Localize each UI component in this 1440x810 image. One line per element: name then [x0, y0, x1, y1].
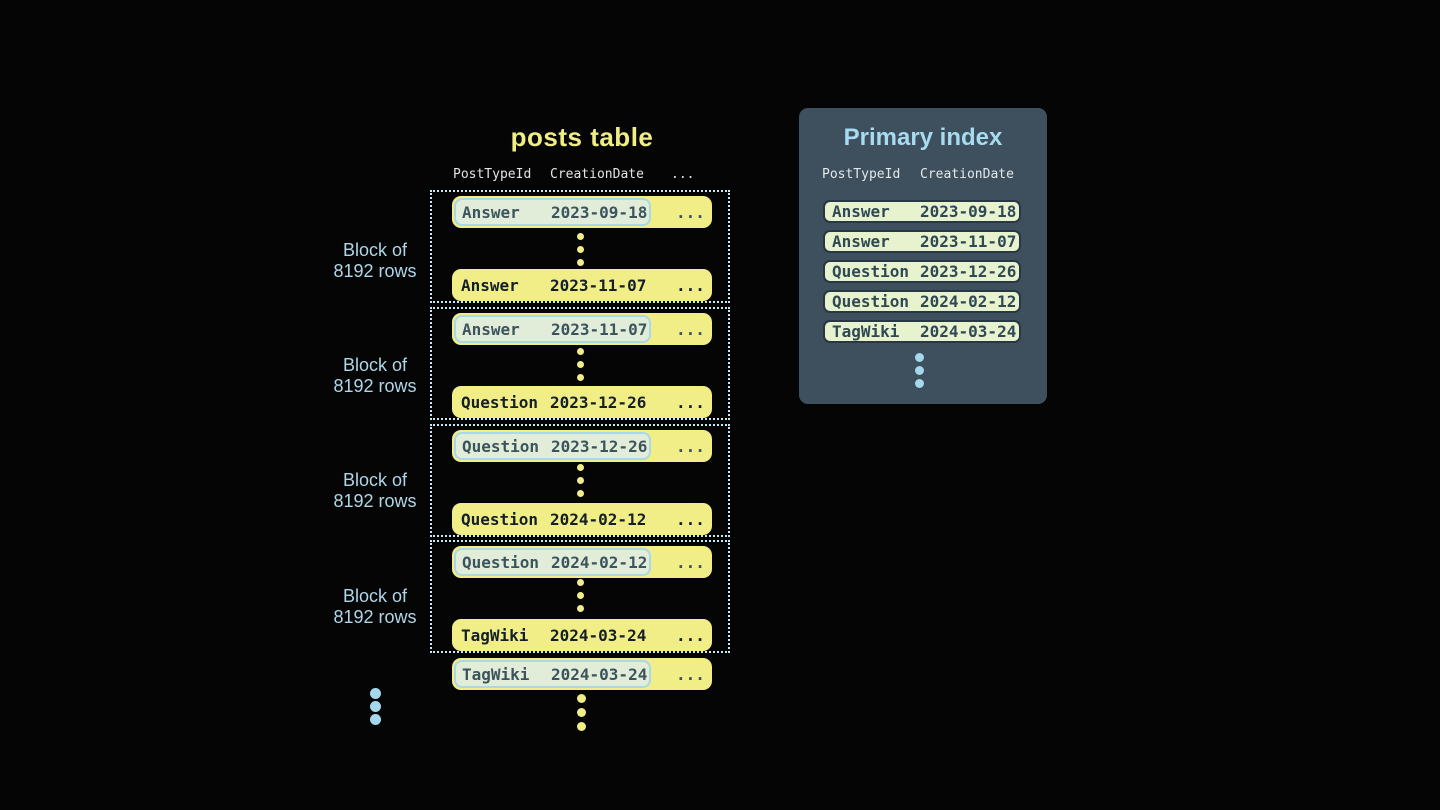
cell-creationdate: 2023-12-26: [550, 392, 647, 412]
column-header-creationdate: CreationDate: [550, 167, 644, 182]
cell-creationdate: 2024-02-12: [551, 552, 648, 572]
index-row: TagWiki 2024-03-24: [823, 320, 1021, 343]
cell-posttypeid: Answer: [832, 202, 890, 221]
indexed-entry-highlight: TagWiki 2024-03-24: [454, 660, 651, 688]
hidden-rows-dots: [577, 576, 584, 615]
cell-creationdate: 2023-09-18: [551, 202, 648, 222]
index-column-header-posttypeid: PostTypeId: [822, 167, 901, 182]
row-block-3: Question 2023-12-26 ... Question 2024-02…: [430, 424, 730, 537]
hidden-rows-dots: [577, 230, 584, 269]
row-ellipsis: ...: [676, 202, 705, 222]
row-ellipsis: ...: [676, 552, 705, 572]
index-row: Answer 2023-11-07: [823, 230, 1021, 253]
row-ellipsis: ...: [676, 319, 705, 339]
cell-creationdate: 2024-03-24: [920, 322, 1017, 341]
row-block-1: Answer 2023-09-18 ... Answer 2023-11-07 …: [430, 190, 730, 303]
posts-table-title: posts table: [510, 122, 654, 152]
cell-creationdate: 2024-02-12: [550, 509, 647, 529]
row-ellipsis: ...: [676, 392, 705, 412]
more-blocks-dots: [370, 687, 381, 726]
indexed-entry-highlight: Question 2024-02-12: [454, 548, 651, 576]
hidden-rows-dots: [577, 345, 584, 384]
row-ellipsis: ...: [676, 509, 705, 529]
row-block-4: Question 2024-02-12 ... TagWiki 2024-03-…: [430, 540, 730, 653]
block-label: Block of 8192 rows: [333, 240, 417, 281]
more-index-entries-dots: [915, 351, 924, 390]
cell-posttypeid: Answer: [461, 275, 519, 295]
cell-posttypeid: Question: [832, 262, 910, 281]
row-ellipsis: ...: [676, 275, 705, 295]
cell-creationdate: 2023-12-26: [551, 436, 648, 456]
indexed-entry-highlight: Answer 2023-11-07: [454, 315, 651, 343]
primary-index-panel: Primary index PostTypeId CreationDate An…: [799, 108, 1047, 404]
overflow-row: TagWiki 2024-03-24 ...: [452, 658, 712, 690]
cell-creationdate: 2023-11-07: [550, 275, 647, 295]
cell-posttypeid: Answer: [462, 202, 520, 222]
indexed-entry-highlight: Question 2023-12-26: [454, 432, 651, 460]
row-ellipsis: ...: [676, 436, 705, 456]
row-ellipsis: ...: [676, 625, 705, 645]
primary-index-title: Primary index: [843, 124, 1003, 151]
cell-creationdate: 2024-03-24: [550, 625, 647, 645]
block-label: Block of 8192 rows: [333, 470, 417, 511]
cell-posttypeid: TagWiki: [461, 625, 529, 645]
column-header-posttypeid: PostTypeId: [453, 167, 532, 182]
column-header-ellipsis: ...: [671, 167, 695, 182]
cell-creationdate: 2023-09-18: [920, 202, 1017, 221]
block-label: Block of 8192 rows: [333, 586, 417, 627]
cell-posttypeid: Answer: [462, 319, 520, 339]
index-row: Answer 2023-09-18: [823, 200, 1021, 223]
more-rows-dots: [577, 691, 586, 733]
table-row: Question 2023-12-26 ...: [452, 430, 712, 462]
cell-posttypeid: Question: [461, 392, 539, 412]
cell-posttypeid: TagWiki: [462, 664, 530, 684]
cell-posttypeid: Question: [461, 509, 539, 529]
block-label: Block of 8192 rows: [333, 355, 417, 396]
cell-posttypeid: Question: [462, 436, 540, 456]
cell-creationdate: 2023-11-07: [920, 232, 1017, 251]
table-row: Question 2024-02-12 ...: [452, 546, 712, 578]
table-row: TagWiki 2024-03-24 ...: [452, 619, 712, 651]
cell-creationdate: 2024-02-12: [920, 292, 1017, 311]
cell-posttypeid: Answer: [832, 232, 890, 251]
index-row: Question 2023-12-26: [823, 260, 1021, 283]
cell-posttypeid: Question: [832, 292, 910, 311]
table-row: Answer 2023-11-07 ...: [452, 313, 712, 345]
row-ellipsis: ...: [676, 664, 705, 684]
cell-creationdate: 2023-12-26: [920, 262, 1017, 281]
row-block-2: Answer 2023-11-07 ... Question 2023-12-2…: [430, 307, 730, 420]
indexed-entry-highlight: Answer 2023-09-18: [454, 198, 651, 226]
cell-creationdate: 2023-11-07: [551, 319, 648, 339]
index-column-header-creationdate: CreationDate: [920, 167, 1014, 182]
table-row: Question 2024-02-12 ...: [452, 503, 712, 535]
index-row: Question 2024-02-12: [823, 290, 1021, 313]
cell-posttypeid: TagWiki: [832, 322, 900, 341]
cell-creationdate: 2024-03-24: [551, 664, 648, 684]
table-row: Answer 2023-11-07 ...: [452, 269, 712, 301]
cell-posttypeid: Question: [462, 552, 540, 572]
table-row: Question 2023-12-26 ...: [452, 386, 712, 418]
table-row: Answer 2023-09-18 ...: [452, 196, 712, 228]
hidden-rows-dots: [577, 461, 584, 500]
